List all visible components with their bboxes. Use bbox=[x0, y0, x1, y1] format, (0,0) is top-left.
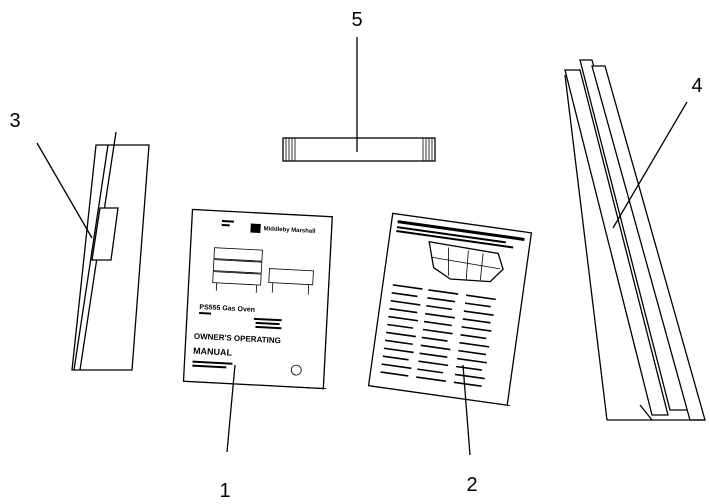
leader-line-4 bbox=[612, 101, 688, 229]
single-oven-illustration bbox=[268, 268, 314, 295]
leader-line-1 bbox=[226, 364, 236, 453]
part-5-pipe-nipple bbox=[282, 137, 436, 162]
part-2-service-map-sheet bbox=[367, 212, 533, 406]
callout-1: 1 bbox=[219, 480, 230, 502]
callout-5: 5 bbox=[351, 9, 362, 31]
agency-listing-columns bbox=[380, 284, 496, 388]
us-map-illustration bbox=[428, 240, 504, 283]
callout-3: 3 bbox=[9, 110, 20, 132]
leader-line-2 bbox=[462, 364, 471, 456]
part-3-side-trim-panel bbox=[71, 131, 150, 371]
part-4-long-channel-panel bbox=[564, 59, 706, 421]
oven-stack-illustration bbox=[212, 247, 263, 293]
part-1-owners-manual: Middleby Marshall PS555 Gas Oven OWNER'S… bbox=[182, 208, 333, 390]
manual-brand: Middleby Marshall bbox=[263, 226, 316, 235]
leader-line-3 bbox=[36, 142, 93, 239]
manual-title-line2: MANUAL bbox=[193, 346, 233, 358]
callout-4: 4 bbox=[691, 75, 702, 97]
callout-2: 2 bbox=[466, 474, 477, 496]
manual-model: PS555 Gas Oven bbox=[199, 304, 255, 314]
